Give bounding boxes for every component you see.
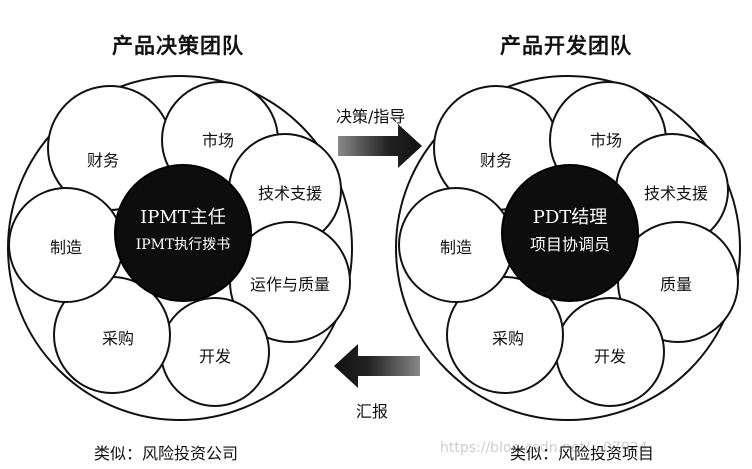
- left-member-label-finance: 财务: [87, 151, 119, 170]
- left-team-caption: 类似：风险投资公司: [94, 444, 239, 463]
- left-team-diagram: 财务 市场 技术支援 运作与质量 开发 采购 制造 IPMT主任 IPMT执行拨…: [7, 75, 353, 421]
- arrow-right-icon: [338, 124, 422, 168]
- right-team-diagram: 财务 市场 技术支援 质量 开发 采购 制造 PDT结理 项目协调员: [395, 75, 741, 421]
- right-member-label-purchase: 采购: [492, 329, 524, 348]
- right-member-label-market: 市场: [590, 131, 622, 150]
- left-member-label-ops-quality: 运作与质量: [250, 275, 330, 294]
- right-team-title: 产品开发团队: [500, 34, 632, 58]
- left-center-line-2: IPMT执行拨书: [136, 237, 231, 253]
- watermark: https://blog.csdn.net/...07924: [440, 440, 648, 456]
- right-member-circles: [398, 81, 739, 407]
- right-member-label-finance: 财务: [480, 151, 512, 170]
- left-center-labels: IPMT主任 IPMT执行拨书: [136, 207, 231, 253]
- left-center-line-1: IPMT主任: [140, 207, 226, 228]
- right-member-labels: 财务 市场 技术支援 质量 开发 采购 制造: [440, 131, 708, 366]
- right-member-purchase-circle: [446, 276, 564, 394]
- right-center-labels: PDT结理 项目协调员: [530, 207, 610, 254]
- left-member-label-market: 市场: [202, 131, 234, 150]
- left-member-labels: 财务 市场 技术支援 运作与质量 开发 采购 制造: [50, 131, 330, 366]
- right-member-label-dev: 开发: [594, 347, 626, 366]
- right-center-circle: [501, 164, 639, 302]
- right-center-line-1: PDT结理: [533, 207, 608, 228]
- left-team-title: 产品决策团队: [112, 34, 244, 58]
- arrow-bottom-label: 汇报: [356, 402, 389, 421]
- arrow-left-icon: [334, 344, 420, 388]
- left-center-circle: [114, 164, 252, 302]
- right-center-line-2: 项目协调员: [530, 235, 610, 254]
- right-member-label-manufacture: 制造: [440, 238, 472, 257]
- left-member-label-purchase: 采购: [102, 329, 134, 348]
- arrow-top-label: 决策/指导: [336, 107, 406, 126]
- arrow-right-decision: [338, 124, 422, 168]
- left-member-label-tech-support: 技术支援: [258, 184, 322, 203]
- arrow-left-report: [334, 344, 420, 388]
- left-member-label-dev: 开发: [199, 347, 231, 366]
- right-team-caption: 类似：风险投资项目: [510, 444, 655, 463]
- right-member-label-tech-support: 技术支援: [644, 184, 708, 203]
- right-member-label-quality: 质量: [660, 275, 692, 294]
- left-member-label-manufacture: 制造: [50, 238, 82, 257]
